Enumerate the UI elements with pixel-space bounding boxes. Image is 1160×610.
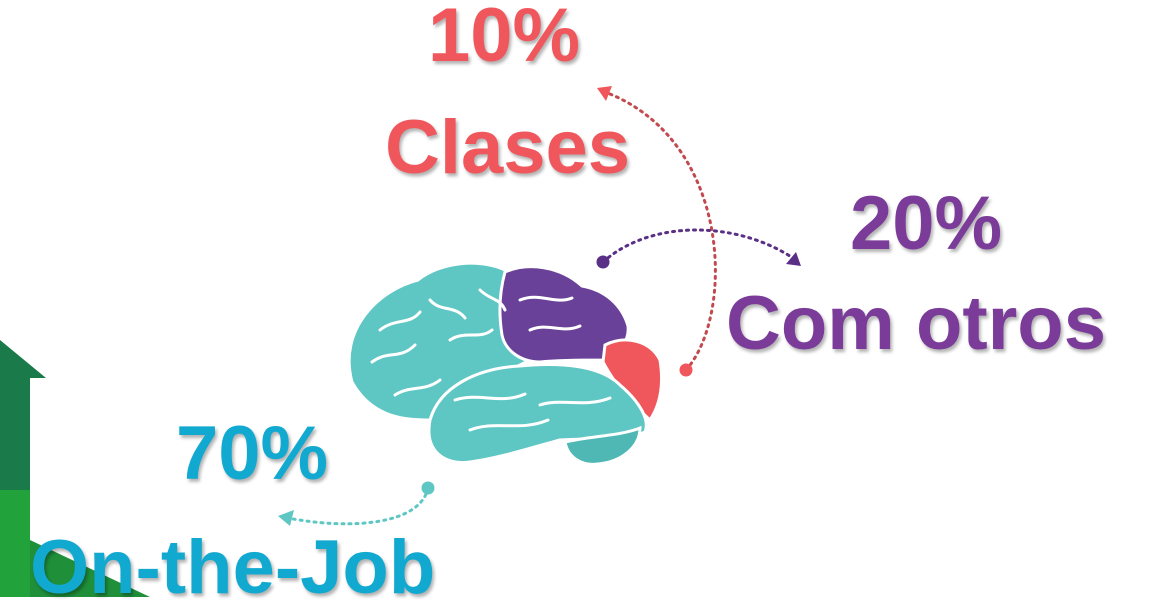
connector-on-the-job [278, 481, 435, 526]
com-otros-percent: 20% [850, 181, 1003, 266]
clases-label: Clases [385, 105, 631, 190]
connector-layer [278, 86, 801, 526]
on-the-job-percent: 70% [176, 411, 329, 496]
on-the-job-label: On-the-Job [30, 525, 436, 610]
brain-illustration [347, 261, 664, 466]
green-arrow-decoration [0, 340, 150, 597]
connector-com-otros [596, 228, 801, 269]
connector-clases [597, 86, 717, 377]
clases-percent: 10% [428, 0, 581, 78]
com-otros-label: Com otros [726, 281, 1106, 366]
brain-cerebellum [563, 425, 642, 466]
